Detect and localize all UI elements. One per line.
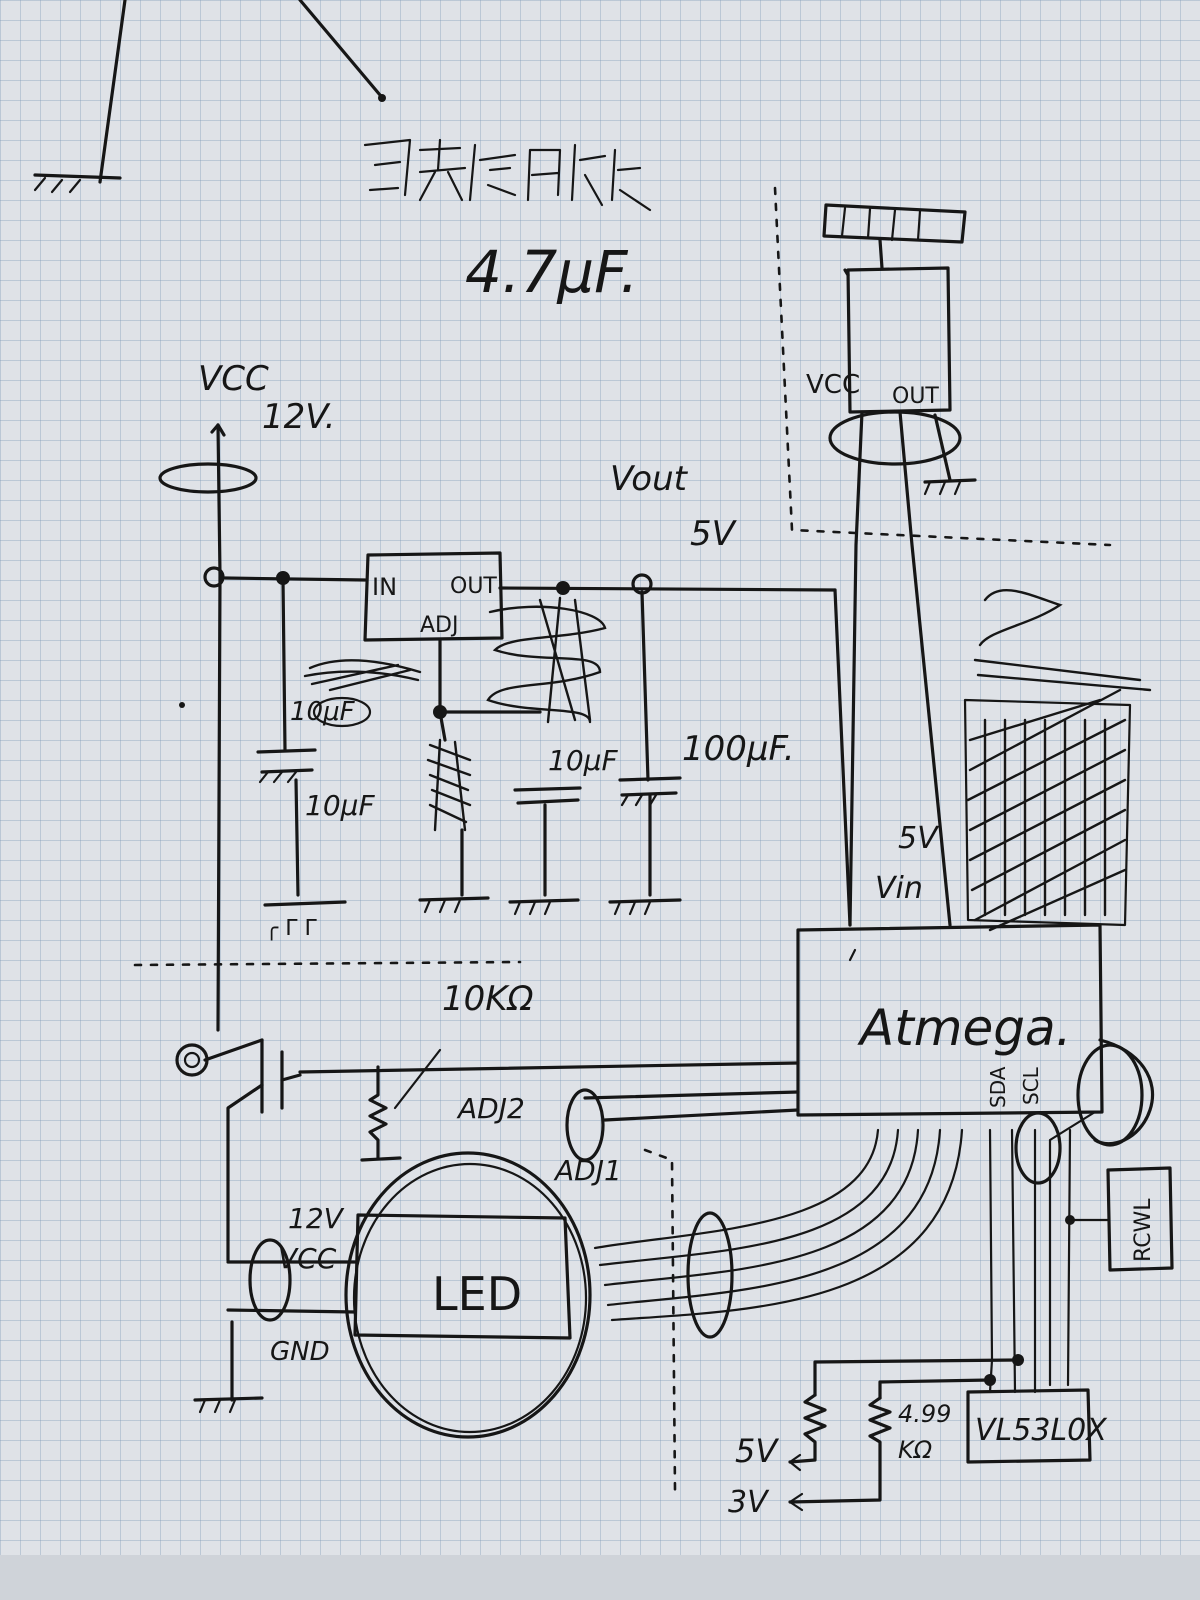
vout-label: Vout — [610, 459, 689, 499]
rcwl-module — [1048, 1038, 1174, 1387]
adj2-label: ADJ2 — [456, 1092, 525, 1125]
led-gnd-label: GND — [270, 1337, 330, 1367]
input-capacitor — [256, 578, 422, 907]
led-power-wires — [193, 1238, 357, 1414]
atmega-board — [796, 923, 1104, 1117]
vcc-12v-label: 12V. — [262, 397, 335, 437]
top-right-sensor-module — [822, 203, 977, 927]
sensor-vcc-label: VCC — [806, 370, 860, 400]
led-data-bundle — [593, 1128, 964, 1339]
vl53-label: VL53L0X — [975, 1413, 1108, 1448]
table-surface — [0, 1555, 1200, 1600]
led-boundary-dashed-top — [133, 960, 522, 967]
transistor — [175, 1038, 302, 1262]
regulator-in-label: IN — [372, 573, 397, 601]
atmega-label: Atmega. — [857, 999, 1072, 1057]
antenna-wire — [298, 0, 386, 102]
led-12v-label: 12V — [288, 1202, 345, 1235]
voltage-regulator — [223, 551, 504, 642]
capacitor-note-label: 4.7μF. — [465, 238, 638, 306]
input-cap-ground-mark: ╭ ᒥ ᒥ — [265, 916, 317, 941]
adj-wire-bundle — [565, 1088, 605, 1162]
resistor-499-unit-label: KΩ — [898, 1436, 933, 1464]
output-capacitor-label: 10μF — [548, 744, 618, 777]
input-capacitor-label: 10μF — [305, 789, 375, 822]
output-capacitor-100uf — [608, 573, 682, 916]
vout-to-atmega-wire — [833, 588, 852, 927]
capacitor-100uf-label: 100μF. — [682, 729, 795, 769]
resistor-10k-label: 10KΩ — [442, 979, 534, 1019]
atmega-5v-label: 5V — [898, 821, 940, 856]
adj-resistor-branch — [418, 638, 542, 914]
regulator-out-label: OUT — [450, 574, 497, 599]
atmega-scl-label: SCL — [1019, 1066, 1043, 1105]
resistor-499-label: 4.99 — [898, 1400, 951, 1428]
output-capacitor-10uf — [486, 581, 837, 916]
handwritten-chinese-note — [363, 138, 652, 212]
sensor-out-label: OUT — [892, 384, 939, 409]
pullup-5v-label: 5V — [735, 1432, 779, 1470]
sensor-boundary-dashed — [773, 186, 1112, 547]
rcwl-label: RCWL — [1131, 1198, 1156, 1262]
vcc-label: VCC — [198, 359, 269, 399]
crossed-out-module — [963, 589, 1152, 932]
grid-paper-background — [0, 0, 1200, 1560]
led-boundary-dashed-right — [643, 1148, 677, 1492]
vout-5v-label: 5V — [690, 514, 738, 554]
led-vcc-label: VCC — [278, 1242, 337, 1275]
atmega-sda-label: SDA — [986, 1066, 1010, 1108]
led-label: LED — [432, 1267, 522, 1321]
atmega-vin-label: Vin — [875, 871, 923, 906]
led-ring — [344, 1151, 592, 1439]
regulator-adj-label: ADJ — [420, 613, 458, 638]
top-left-ground-wire — [33, 0, 127, 194]
vl53-module — [966, 1111, 1092, 1464]
pullup-3v-label: 3V — [728, 1485, 770, 1520]
pull-up-resistors — [788, 1354, 1024, 1512]
gate-resistor-10k — [298, 1048, 800, 1162]
input-capacitor-label-crossed: 10μF — [290, 697, 356, 727]
